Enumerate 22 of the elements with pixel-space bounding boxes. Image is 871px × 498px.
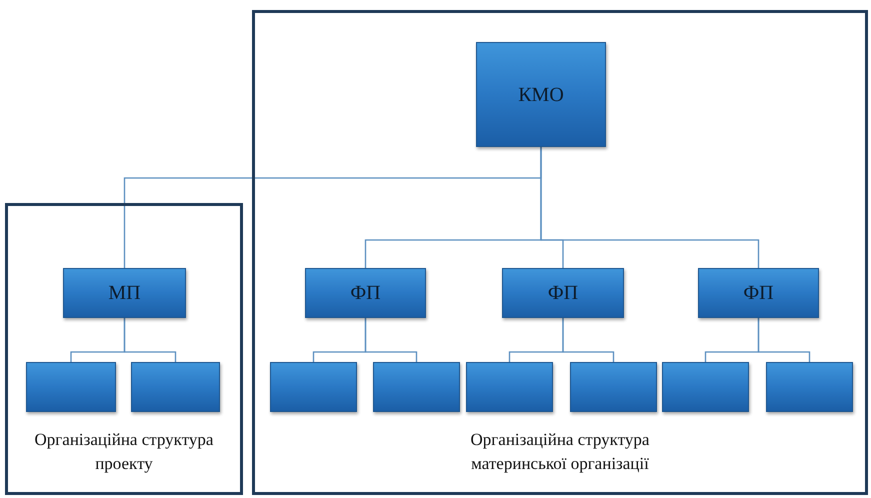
org-box: МП — [63, 268, 186, 318]
frame-caption: Організаційна структура материнської організації — [470, 429, 650, 475]
empty-box — [26, 362, 116, 412]
empty-box — [131, 362, 220, 412]
connector-line — [758, 318, 810, 362]
empty-box — [373, 362, 460, 412]
empty-box — [662, 362, 749, 412]
frame — [5, 203, 243, 495]
org-box: ФП — [305, 268, 426, 318]
frame — [252, 10, 868, 495]
empty-box — [270, 362, 357, 412]
org-box: ФП — [698, 268, 819, 318]
org-box: ФП — [502, 268, 624, 318]
connector-line — [364, 318, 418, 362]
frame-caption: Організаційна структура проекту — [34, 429, 214, 475]
org-box: КМО — [476, 42, 606, 147]
connector-line — [124, 318, 176, 362]
connector-line — [562, 318, 614, 362]
empty-box — [466, 362, 553, 412]
connector-line — [540, 147, 760, 268]
empty-box — [766, 362, 853, 412]
empty-box — [570, 362, 657, 412]
